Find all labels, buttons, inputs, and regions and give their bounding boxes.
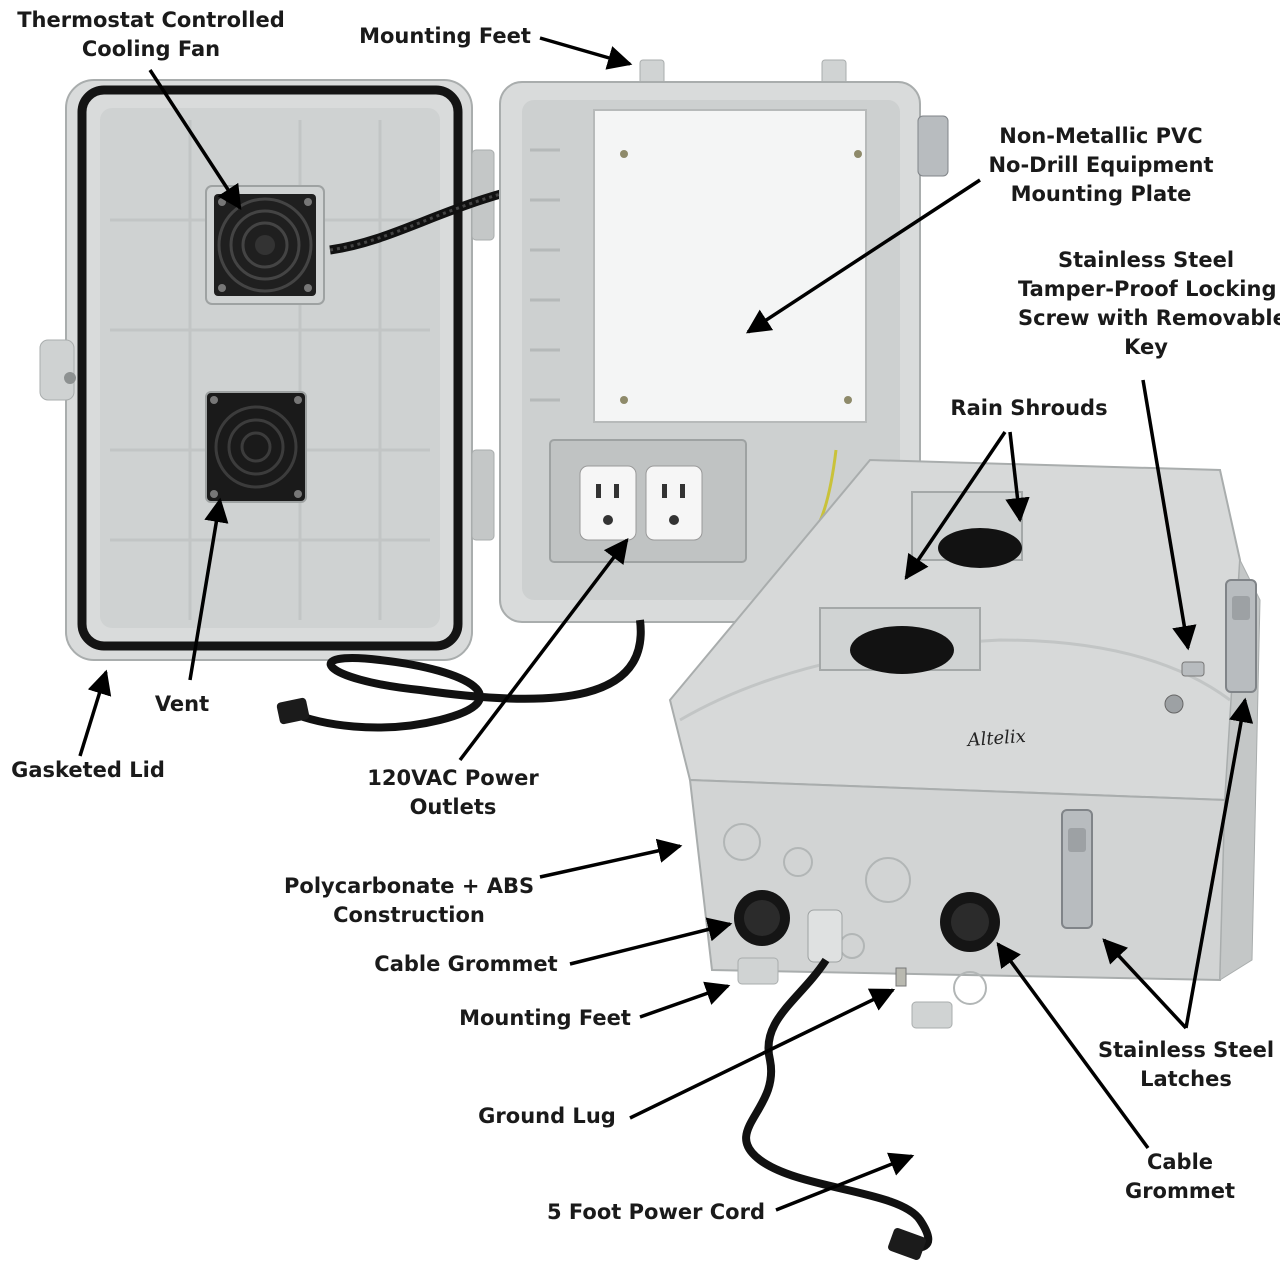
- rain-shroud-back: [911, 491, 1023, 568]
- arrow-vent: [188, 497, 229, 681]
- arrow-latch-top: [1184, 697, 1254, 1029]
- label-rain-shrouds: Rain Shrouds: [950, 396, 1108, 420]
- callout-arrows: [78, 36, 1254, 1212]
- label-cooling-fan: Thermostat Controlled Cooling Fan: [17, 8, 285, 61]
- arrow-rain-shroud-1: [1005, 431, 1030, 523]
- gasketed-lid: [39, 79, 495, 661]
- arrow-grommet-right: [996, 942, 1150, 1150]
- label-cable-grommet-right: Cable Grommet: [1124, 1150, 1236, 1203]
- label-mounting-feet-top: Mounting Feet: [359, 24, 531, 48]
- label-mounting-plate: Non-Metallic PVC No-Drill Equipment Moun…: [988, 124, 1214, 206]
- power-outlet-2: [645, 465, 703, 541]
- latch-open-box: [917, 115, 949, 177]
- brand-logo: Altelix: [965, 726, 1027, 751]
- power-cord-closed-box: [742, 957, 933, 1252]
- ground-lug: [895, 967, 907, 987]
- arrow-locking-screw: [1141, 379, 1197, 651]
- locking-screw-key: [1164, 661, 1205, 714]
- arrow-construction: [539, 838, 683, 879]
- mounting-foot-bottom-2: [911, 1001, 953, 1029]
- label-construction: Polycarbonate + ABS Construction: [284, 874, 535, 927]
- label-vent: Vent: [154, 692, 210, 716]
- mounting-foot-bottom-1: [737, 957, 779, 985]
- rain-shroud-front: [819, 607, 981, 674]
- label-outlets: 120VAC Power Outlets: [367, 766, 539, 819]
- cable-gland: [807, 909, 843, 963]
- label-power-cord: 5 Foot Power Cord: [547, 1200, 765, 1224]
- arrow-power-cord: [775, 1152, 915, 1212]
- label-locking-screw: Stainless Steel Tamper-Proof Locking Scr…: [1018, 248, 1280, 359]
- closed-enclosure: Altelix: [668, 458, 1261, 1029]
- mounting-plate: [593, 109, 867, 423]
- arrow-mounting-feet-top: [539, 36, 633, 70]
- stainless-latch-top: [1225, 579, 1257, 693]
- arrow-outlets: [458, 538, 629, 762]
- label-mounting-feet-bottom: Mounting Feet: [459, 1006, 631, 1030]
- arrow-gasketed-lid: [78, 669, 112, 757]
- arrow-rain-shroud-2: [904, 431, 1007, 581]
- label-ground-lug: Ground Lug: [478, 1104, 616, 1128]
- arrow-mounting-plate: [745, 178, 981, 334]
- open-enclosure-base: [499, 59, 949, 623]
- arrow-ground-lug: [629, 988, 896, 1120]
- lid-gasket: [77, 85, 463, 651]
- hinge-lower: [471, 449, 495, 541]
- arrow-mounting-feet-bottom: [639, 981, 731, 1019]
- arrow-cooling-fan: [148, 69, 242, 211]
- arrow-grommet-left: [569, 917, 733, 966]
- power-outlet-1: [579, 465, 637, 541]
- label-latches: Stainless Steel Latches: [1097, 1038, 1275, 1091]
- label-cable-grommet-left: Cable Grommet: [374, 952, 558, 976]
- power-cord-open-box: [288, 619, 645, 732]
- cooling-fan: [205, 185, 325, 305]
- label-gasketed-lid: Gasketed Lid: [11, 758, 165, 782]
- arrow-latch-bottom: [1102, 938, 1188, 1030]
- stainless-latch-bottom: [1061, 809, 1093, 929]
- vent: [205, 391, 307, 503]
